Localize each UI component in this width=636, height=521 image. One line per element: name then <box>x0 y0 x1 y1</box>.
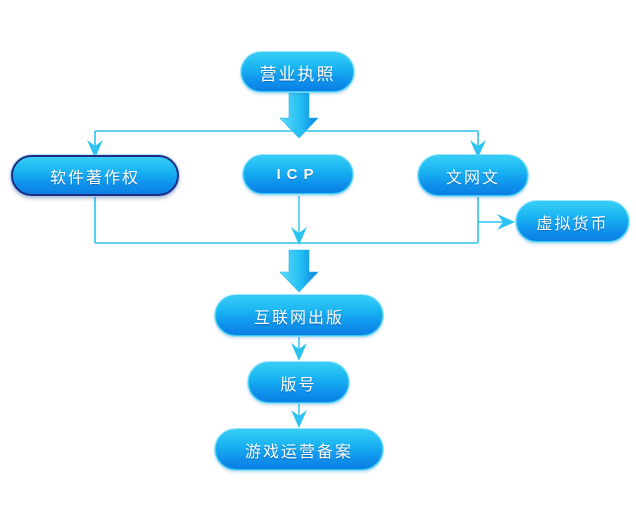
node-label: 游戏运营备案 <box>244 443 353 461</box>
edge-icp-to-merge <box>291 196 307 245</box>
node-label: 营业执照 <box>259 64 336 84</box>
node-label: 虚拟货币 <box>536 215 609 233</box>
node-internet-publishing[interactable]: 互联网出版 <box>215 295 383 336</box>
node-business-license[interactable]: 营业执照 <box>241 52 354 92</box>
node-label: 版号 <box>280 376 317 394</box>
node-game-approval-number[interactable]: 版号 <box>248 362 349 403</box>
node-game-operation-filing[interactable]: 游戏运营备案 <box>215 429 383 470</box>
node-label: ICP <box>276 166 320 183</box>
node-label: 文网文 <box>445 169 500 187</box>
node-software-copyright[interactable]: 软件著作权 <box>11 155 179 196</box>
node-wenwangwen[interactable]: 文网文 <box>418 155 528 196</box>
edge-license-to-split <box>279 92 319 139</box>
edge-approval-number-to-operation-filing <box>291 404 307 428</box>
edge-merge-to-internet-publishing <box>279 249 319 293</box>
node-virtual-currency[interactable]: 虚拟货币 <box>516 201 629 242</box>
node-icp[interactable]: ICP <box>243 155 353 194</box>
edge-split-bus <box>87 130 486 158</box>
edge-wenwangwen-to-virtual-currency <box>478 214 515 230</box>
node-label: 软件著作权 <box>49 169 140 187</box>
edge-internet-publishing-to-approval-number <box>291 337 307 361</box>
node-label: 互联网出版 <box>253 309 344 327</box>
